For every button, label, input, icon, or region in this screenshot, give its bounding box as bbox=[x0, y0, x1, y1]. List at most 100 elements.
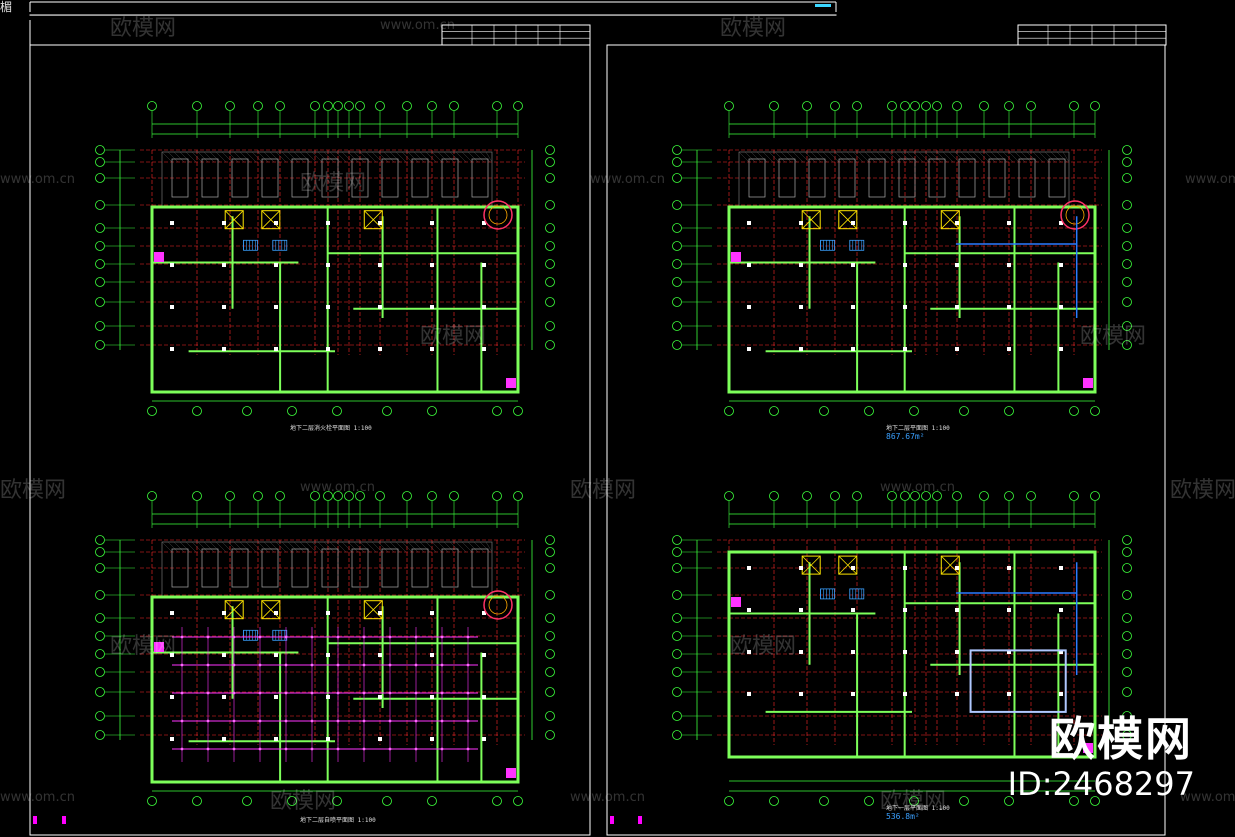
structural-column bbox=[799, 608, 803, 612]
elevator-core bbox=[801, 210, 821, 230]
hatch-stroke bbox=[972, 151, 984, 163]
hatch-stroke bbox=[251, 541, 263, 553]
grid-axis-bubble bbox=[672, 145, 682, 155]
corner-marker bbox=[638, 816, 642, 824]
structural-column bbox=[430, 221, 434, 225]
grid-axis-bubble bbox=[545, 667, 555, 677]
corner-marker-fill bbox=[506, 378, 516, 388]
grid-axis-bubble bbox=[545, 321, 555, 331]
sprinkler-head bbox=[284, 719, 288, 723]
grid-axis-bubble bbox=[769, 796, 779, 806]
hatch-stroke bbox=[485, 151, 493, 163]
hatch-stroke bbox=[395, 151, 407, 163]
hatch-stroke bbox=[864, 151, 876, 163]
sprinkler-head bbox=[206, 691, 210, 695]
grid-axis-bubble bbox=[910, 491, 920, 501]
corner-marker-fill bbox=[1083, 743, 1093, 753]
sprinkler-head bbox=[440, 747, 444, 751]
hatch-stroke bbox=[413, 541, 425, 553]
hatch-stroke bbox=[311, 151, 323, 163]
elevator-cross bbox=[261, 600, 281, 619]
structural-column bbox=[903, 263, 907, 267]
sprinkler-head bbox=[206, 719, 210, 723]
grid-axis-bubble bbox=[287, 796, 297, 806]
parking-stall bbox=[291, 158, 309, 198]
hatch-stroke bbox=[413, 151, 425, 163]
exterior-wall bbox=[727, 205, 1097, 394]
grid-axis-bubble bbox=[1090, 101, 1100, 111]
structural-column bbox=[903, 650, 907, 654]
structural-column bbox=[851, 263, 855, 267]
structural-column bbox=[430, 347, 434, 351]
grid-axis-bubble bbox=[1122, 563, 1132, 573]
grid-axis-bubble bbox=[1004, 101, 1014, 111]
corner-marker bbox=[33, 816, 37, 824]
sprinkler-head bbox=[206, 635, 210, 639]
structural-column bbox=[170, 263, 174, 267]
grid-axis-bubble bbox=[1122, 667, 1132, 677]
hatch-stroke bbox=[786, 151, 798, 163]
hatch-stroke bbox=[966, 151, 978, 163]
hatch-stroke bbox=[329, 541, 341, 553]
structural-column bbox=[955, 347, 959, 351]
grid-axis-bubble bbox=[1122, 631, 1132, 641]
structural-column bbox=[378, 611, 382, 615]
grid-axis-bubble bbox=[287, 406, 297, 416]
grid-axis-bubble bbox=[545, 145, 555, 155]
hatch-stroke bbox=[221, 541, 233, 553]
sprinkler-head bbox=[258, 747, 262, 751]
structural-column bbox=[222, 263, 226, 267]
hatch-stroke bbox=[389, 541, 401, 553]
grid-axis-bubble bbox=[1026, 491, 1036, 501]
sprinkler-head bbox=[206, 747, 210, 751]
hatch-stroke bbox=[846, 151, 858, 163]
elevator-cross bbox=[224, 600, 244, 619]
elevator-core bbox=[801, 555, 821, 575]
hatch-stroke bbox=[407, 541, 419, 553]
grid-axis-bubble bbox=[545, 730, 555, 740]
grid-axis-bubble bbox=[1004, 796, 1014, 806]
grid-axis-bubble bbox=[95, 547, 105, 557]
parking-stall bbox=[171, 158, 189, 198]
grid-axis-bubble bbox=[1069, 491, 1079, 501]
hatch-stroke bbox=[197, 541, 209, 553]
grid-axis-bubble bbox=[545, 340, 555, 350]
hatch-stroke bbox=[930, 151, 942, 163]
parking-hatch bbox=[738, 151, 1070, 208]
grid-axis-bubble bbox=[375, 101, 385, 111]
pool-pit bbox=[969, 649, 1067, 713]
grid-axis-bubble bbox=[887, 101, 897, 111]
hatch-stroke bbox=[167, 541, 179, 553]
hatch-stroke bbox=[1056, 151, 1068, 163]
grid-axis-bubble bbox=[545, 157, 555, 167]
hatch-stroke bbox=[828, 151, 840, 163]
hatch-stroke bbox=[239, 151, 251, 163]
grid-axis-bubble bbox=[545, 173, 555, 183]
structural-column bbox=[1059, 650, 1063, 654]
corner-marker bbox=[610, 816, 614, 824]
grid-axis-bubble bbox=[323, 491, 333, 501]
grid-axis-bubble bbox=[492, 491, 502, 501]
grid-axis-bubble bbox=[952, 101, 962, 111]
hatch-stroke bbox=[263, 541, 275, 553]
grid-axis-bubble bbox=[225, 491, 235, 501]
structural-column bbox=[747, 347, 751, 351]
hatch-stroke bbox=[365, 541, 377, 553]
structural-column bbox=[430, 263, 434, 267]
grid-axis-bubble bbox=[932, 491, 942, 501]
grid-axis-bubble bbox=[95, 200, 105, 210]
grid-axis-bubble bbox=[147, 101, 157, 111]
grid-axis-bubble bbox=[819, 796, 829, 806]
exterior-wall bbox=[150, 205, 520, 394]
watermark-brand-7: 欧模网 bbox=[570, 478, 637, 503]
sprinkler-head bbox=[388, 691, 392, 695]
structural-column bbox=[1007, 650, 1011, 654]
hatch-stroke bbox=[455, 541, 467, 553]
parking-stall bbox=[201, 158, 219, 198]
structural-column bbox=[799, 347, 803, 351]
grid-axis-bubble bbox=[672, 157, 682, 167]
hatch-stroke bbox=[852, 151, 864, 163]
structural-column bbox=[482, 263, 486, 267]
area-label-4: 536.8m² bbox=[886, 812, 920, 821]
exterior-wall bbox=[727, 550, 1097, 759]
